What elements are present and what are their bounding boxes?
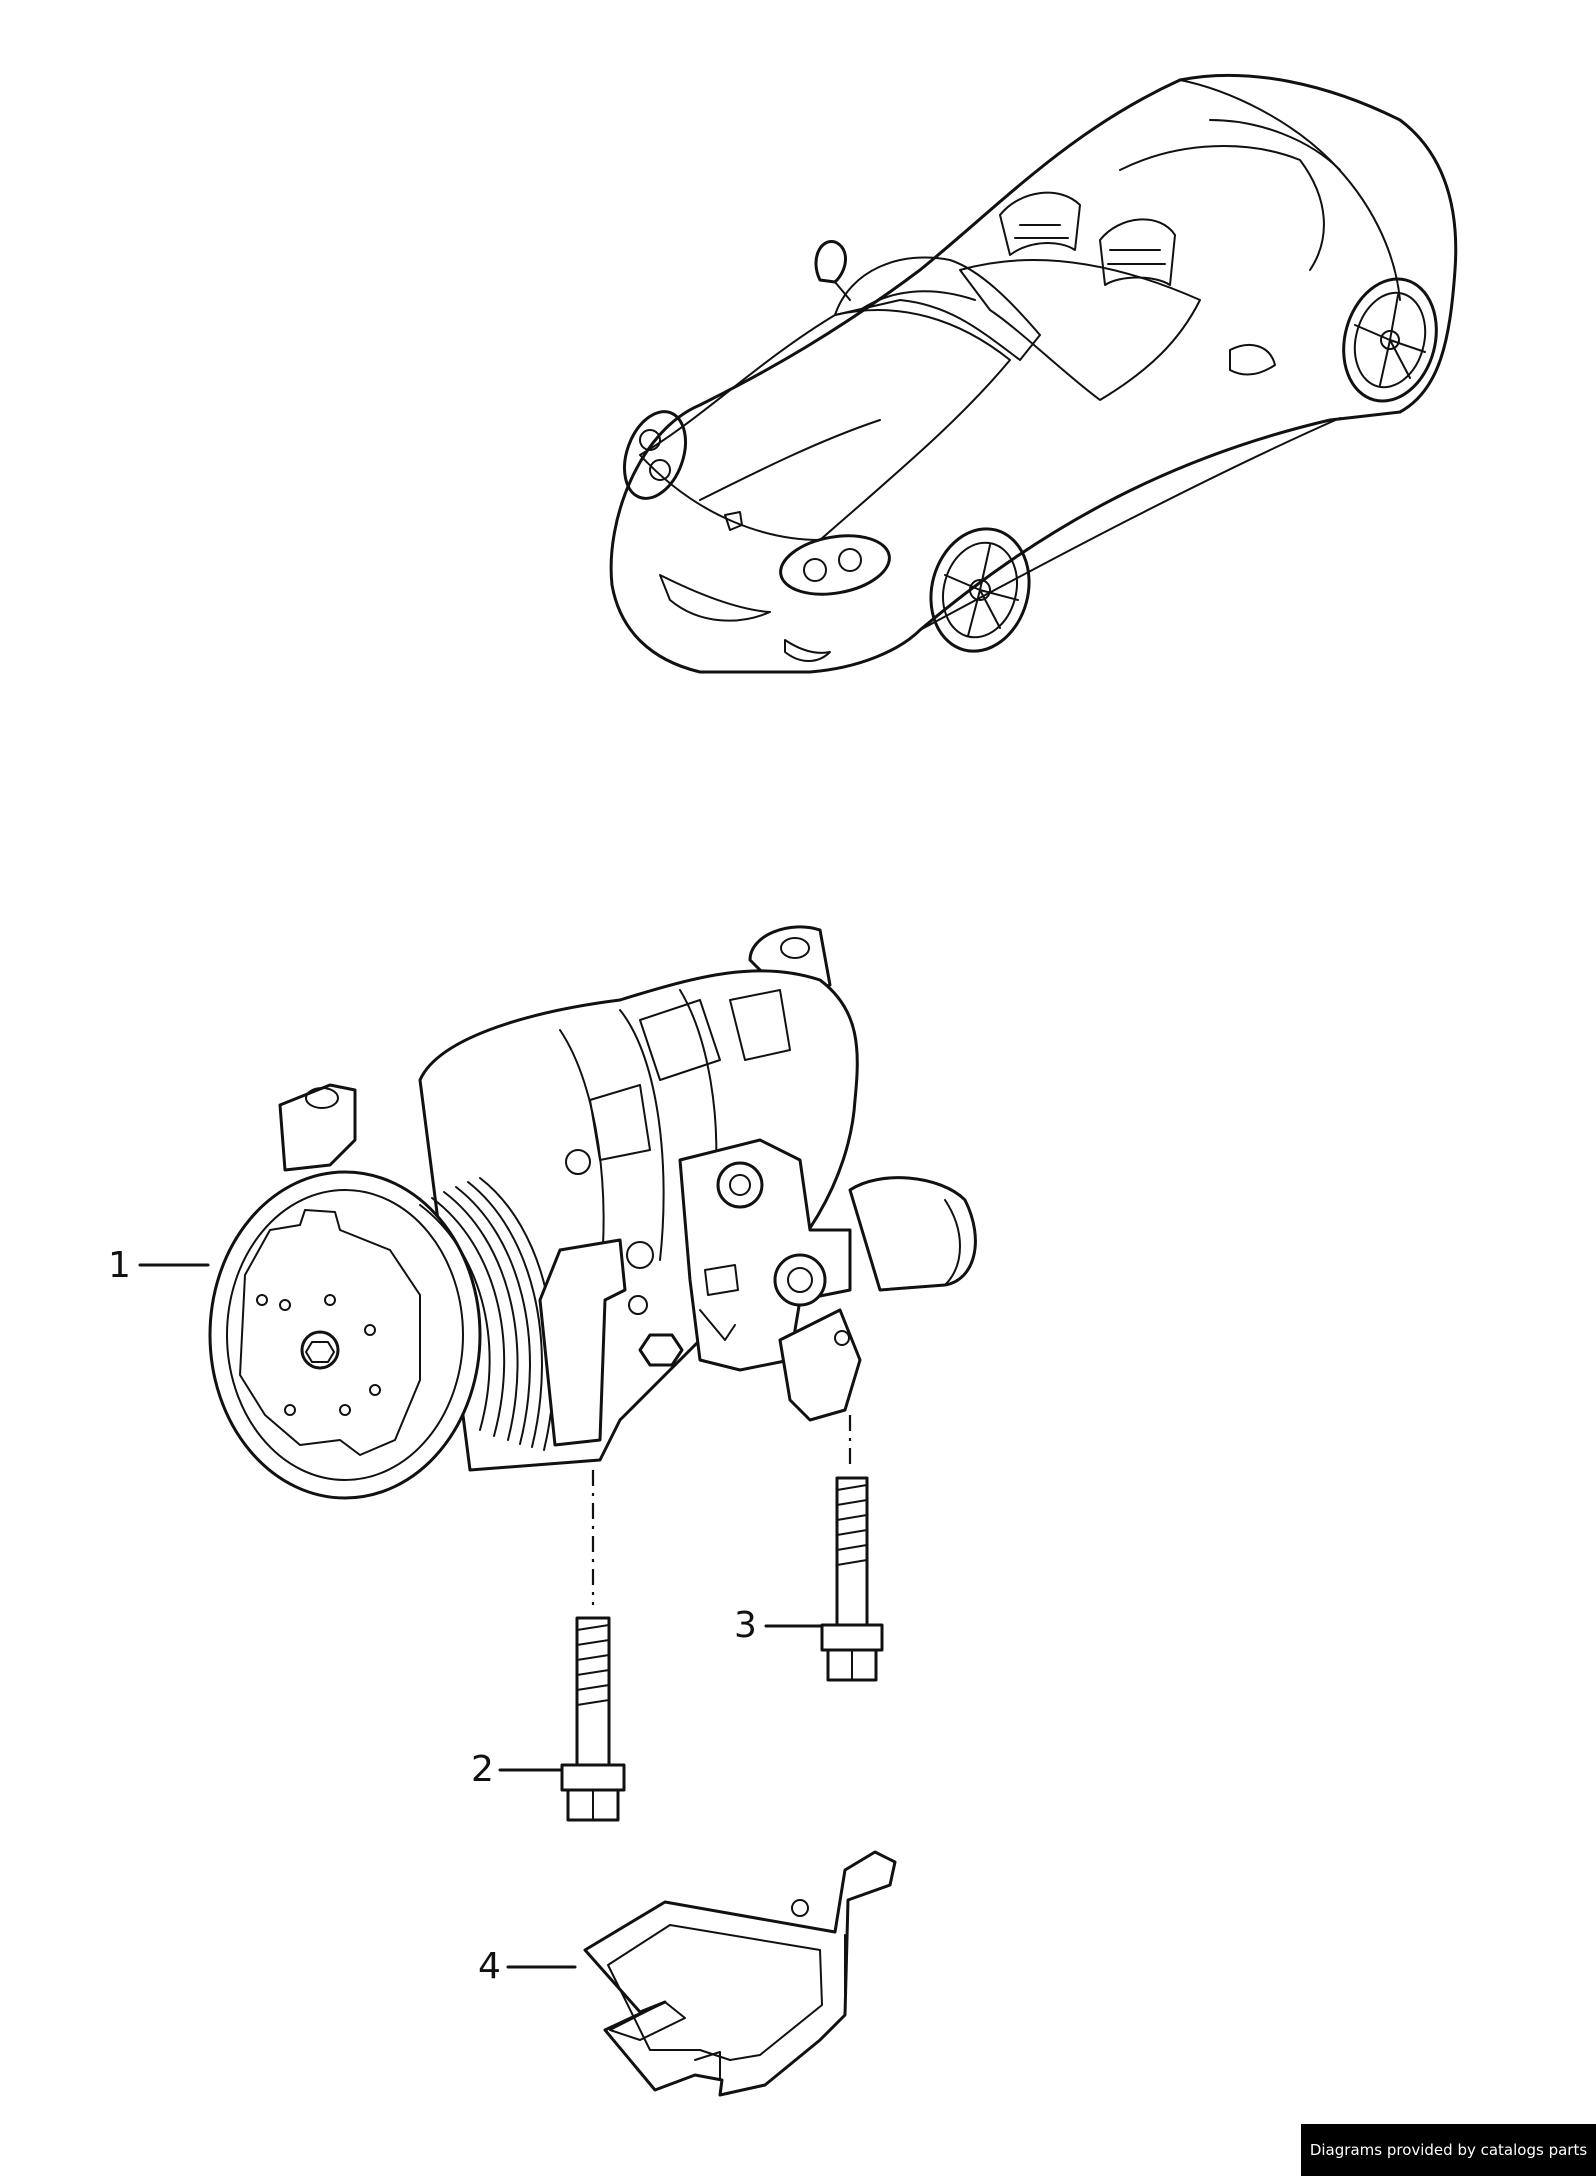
headlight-right — [779, 534, 891, 596]
bolt-part-2 — [560, 1616, 626, 1822]
bracket-part-4 — [583, 1850, 897, 2097]
ac-compressor — [208, 925, 977, 1500]
callout-number-4[interactable]: 4 — [478, 1946, 501, 1987]
footer-credit-badge: Diagrams provided by catalogs parts — [1301, 2124, 1596, 2176]
vehicle-illustration — [609, 73, 1458, 674]
headlight-left — [623, 410, 687, 500]
compressor-pulley — [208, 1170, 556, 1500]
bolt-part-3 — [820, 1476, 884, 1682]
front-wheel — [929, 527, 1031, 653]
callout-number-2[interactable]: 2 — [471, 1749, 494, 1790]
callout-number-1[interactable]: 1 — [108, 1245, 131, 1286]
rear-wheel — [1342, 277, 1438, 403]
callout-number-3[interactable]: 3 — [734, 1605, 757, 1646]
